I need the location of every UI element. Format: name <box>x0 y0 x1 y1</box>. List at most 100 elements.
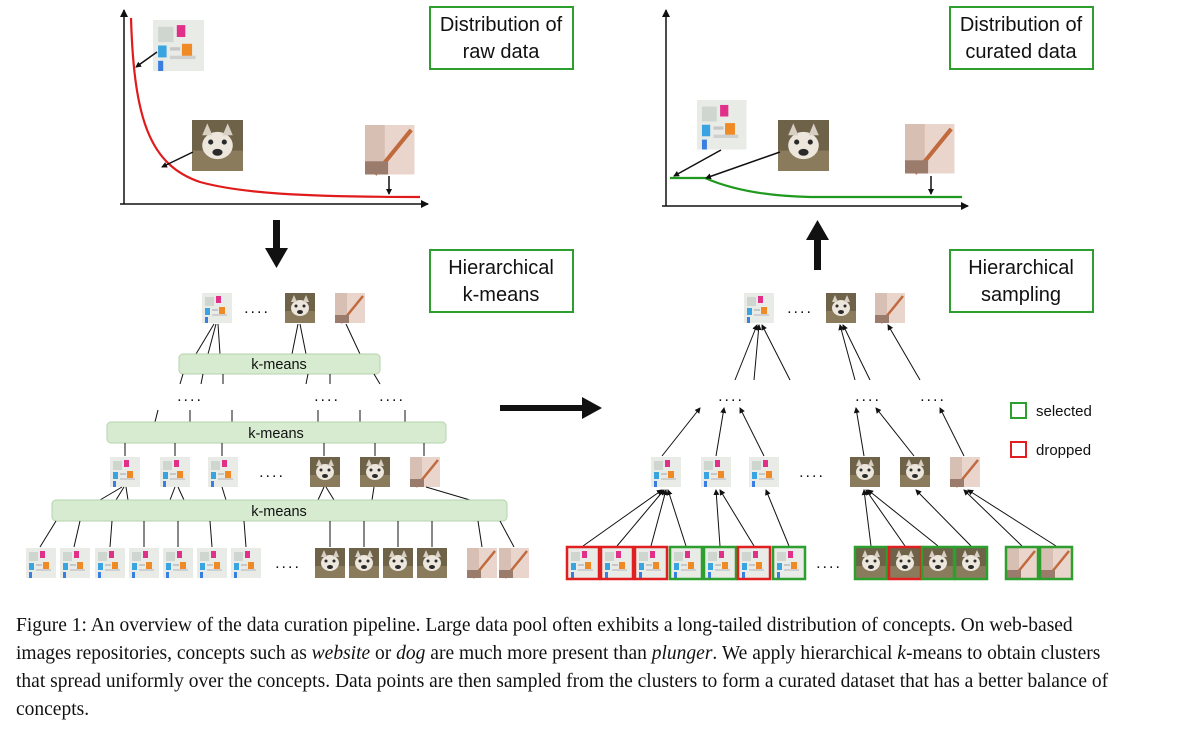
website-thumbnail <box>163 548 193 578</box>
dog-thumbnail <box>192 120 243 171</box>
plunger-thumbnail <box>408 455 442 489</box>
website-thumbnail <box>705 548 735 578</box>
plunger-thumbnail <box>497 546 531 580</box>
caption-text: Figure 1: An overview of the data curati… <box>16 615 1073 664</box>
website-thumbnail <box>739 548 769 578</box>
ellipsis: .... <box>177 388 203 405</box>
website-thumbnail <box>208 457 238 487</box>
website-thumbnail <box>636 548 666 578</box>
kmeans-box-line2: k-means <box>463 284 540 306</box>
legend-selected-swatch <box>1010 402 1027 419</box>
kmeans-bar-top <box>178 353 381 375</box>
caption-term-dog: dog <box>396 643 426 664</box>
ellipsis: .... <box>275 555 301 572</box>
website-thumbnail <box>202 293 232 323</box>
dog-thumbnail <box>360 457 390 487</box>
selected-frame <box>953 545 989 581</box>
website-thumbnail <box>231 548 261 578</box>
dropped-frame <box>565 545 601 581</box>
dog-thumbnail <box>890 548 920 578</box>
website-thumbnail <box>671 548 701 578</box>
selected-frame <box>1038 545 1074 581</box>
sampling-box-line1: Hierarchical <box>968 257 1074 279</box>
raw-distribution-plot <box>120 9 429 208</box>
website-thumbnail <box>749 457 779 487</box>
website-thumbnail <box>701 457 731 487</box>
dog-thumbnail <box>417 548 447 578</box>
website-thumbnail <box>697 100 747 150</box>
dog-thumbnail <box>315 548 345 578</box>
ellipsis: .... <box>855 388 881 405</box>
caption-text: -means to obtain clusters that spread un… <box>16 643 1109 720</box>
dog-thumbnail <box>826 293 856 323</box>
right-arrow <box>500 397 602 419</box>
plunger-thumbnail <box>948 455 982 489</box>
legend: selected dropped <box>1010 402 1092 459</box>
dog-thumbnail <box>285 293 315 323</box>
ellipsis: .... <box>244 300 270 317</box>
dog-thumbnail <box>310 457 340 487</box>
kmeans-bar-bottom <box>51 499 508 522</box>
hierarchical-kmeans-box: Hierarchical k-means <box>429 249 574 313</box>
website-thumbnail <box>568 548 598 578</box>
curated-distribution-box: Distribution of curated data <box>949 6 1094 70</box>
dog-thumbnail <box>383 548 413 578</box>
dropped-frame <box>633 545 669 581</box>
raw-box-line1: Distribution of <box>440 14 563 36</box>
website-thumbnail <box>197 548 227 578</box>
ellipsis: .... <box>718 388 744 405</box>
kmeans-bar-middle <box>106 421 447 444</box>
website-thumbnail <box>160 457 190 487</box>
caption-text: are much more present than <box>425 643 652 664</box>
dog-pointer-arrow <box>705 151 781 180</box>
dog-thumbnail <box>856 548 886 578</box>
curated-box-line1: Distribution of <box>960 14 1083 36</box>
up-arrow <box>806 220 829 270</box>
selection-frames <box>565 545 1074 581</box>
legend-selected-label: selected <box>1036 403 1092 420</box>
website-thumbnail <box>153 20 204 71</box>
hierarchical-sampling-box: Hierarchical sampling <box>949 249 1094 313</box>
selected-frame <box>668 545 704 581</box>
curated-box-line2: curated data <box>965 41 1077 63</box>
selected-frame <box>853 545 889 581</box>
selected-frame <box>771 545 807 581</box>
plunger-thumbnail <box>873 291 907 325</box>
caption-term-website: website <box>311 643 371 664</box>
website-thumbnail <box>744 293 774 323</box>
raw-longtail-curve <box>129 17 421 199</box>
legend-dropped-label: dropped <box>1036 442 1091 459</box>
kmeans-box-line1: Hierarchical <box>448 257 554 279</box>
dropped-frame <box>599 545 635 581</box>
website-pointer-arrow <box>673 149 722 177</box>
caption-term-k: k <box>897 643 906 664</box>
kmeans-bar-top-label: k-means <box>251 357 307 373</box>
ellipsis: .... <box>920 388 946 405</box>
kmeans-bar-bottom-label: k-means <box>251 504 307 520</box>
website-thumbnail <box>774 548 804 578</box>
ellipsis: .... <box>259 464 285 481</box>
dog-thumbnail <box>778 120 829 171</box>
website-thumbnail <box>129 548 159 578</box>
website-pointer-arrow <box>135 51 158 68</box>
kmeans-tree: .... k-means .... .... .... <box>26 291 531 580</box>
sampling-box-line2: sampling <box>981 284 1061 306</box>
website-thumbnail <box>110 457 140 487</box>
caption-text: . We apply hierarchical <box>712 643 898 664</box>
plunger-thumbnail <box>1039 546 1073 580</box>
caption-term-plunger: plunger <box>651 643 713 664</box>
sampled-leaves: .... <box>568 546 1073 580</box>
plunger-thumbnail <box>1005 546 1039 580</box>
selected-frame <box>702 545 738 581</box>
ellipsis: .... <box>379 388 405 405</box>
ellipsis: .... <box>314 388 340 405</box>
sampling-tree: .... .... .... .... .... <box>565 291 1074 581</box>
website-thumbnail <box>26 548 56 578</box>
figure-caption: Figure 1: An overview of the data curati… <box>16 612 1116 724</box>
plunger-thumbnail <box>465 546 499 580</box>
raw-box-line2: raw data <box>463 41 541 63</box>
selected-frame <box>1004 545 1040 581</box>
legend-dropped-swatch <box>1010 441 1027 458</box>
plunger-thumbnail <box>333 291 367 325</box>
dog-thumbnail <box>956 548 986 578</box>
